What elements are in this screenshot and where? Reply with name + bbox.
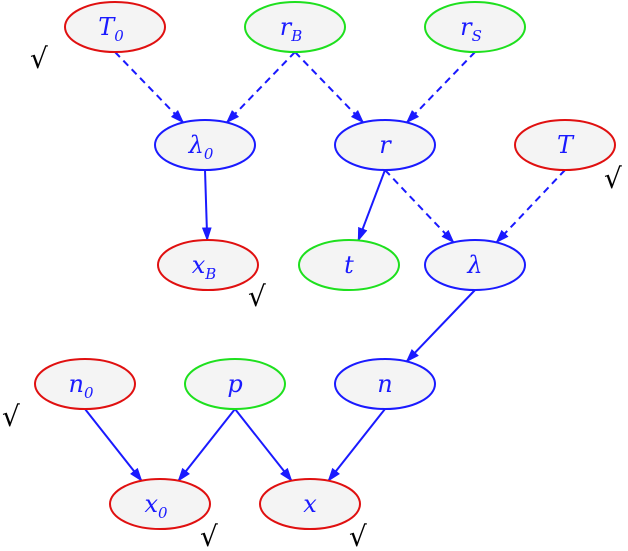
edge-T-to-lambda: [495, 169, 566, 244]
node-label-subscript: S: [472, 27, 482, 45]
node-ellipse-lambda: [424, 239, 526, 291]
node-rS: rS: [424, 1, 526, 53]
node-ellipse-p: [184, 358, 286, 410]
node-label-main: x: [192, 251, 206, 279]
checkmark-T: √: [604, 162, 622, 195]
node-xB: xB: [157, 239, 259, 291]
node-r: r: [334, 119, 436, 171]
node-t: t: [298, 239, 400, 291]
node-T: T: [514, 119, 616, 171]
node-ellipse-r: [334, 119, 436, 171]
edge-n-to-x: [327, 408, 386, 482]
node-ellipse-x0: [109, 478, 211, 530]
node-label-main: x: [144, 490, 158, 518]
node-label-r: r: [379, 131, 392, 159]
node-label-rS: rS: [460, 13, 482, 45]
node-label-main: n: [68, 370, 83, 398]
edge-rS-to-r: [405, 51, 476, 124]
node-label-n: n: [377, 370, 392, 398]
edge-T0-to-lambda0: [114, 51, 185, 124]
edge-lambda-to-n: [405, 289, 476, 363]
node-label-subscript: 0: [84, 384, 94, 402]
node-ellipse-lambda0: [154, 119, 256, 171]
edge-n0-to-x0: [84, 408, 143, 482]
node-label-subscript: 0: [114, 27, 124, 45]
node-ellipse-xB: [157, 239, 259, 291]
node-label-main: λ: [188, 131, 204, 159]
node-label-main: r: [280, 13, 293, 41]
node-lambda0: λ0: [154, 119, 256, 171]
node-ellipse-n: [334, 358, 436, 410]
node-rB: rB: [244, 1, 346, 53]
checkmark-xB: √: [248, 280, 266, 313]
node-p: p: [184, 358, 286, 410]
node-ellipse-T0: [64, 1, 166, 53]
node-label-subscript: 0: [158, 504, 168, 522]
node-label-main: T: [557, 131, 575, 159]
node-label-t: t: [344, 251, 354, 279]
node-label-xB: xB: [192, 251, 217, 283]
node-label-T0: T0: [98, 13, 124, 45]
node-label-subscript: 0: [204, 145, 214, 163]
node-label-main: r: [460, 13, 473, 41]
edge-rB-to-lambda0: [225, 51, 296, 124]
node-label-main: λ: [466, 251, 482, 279]
node-label-subscript: B: [290, 27, 302, 45]
edge-rB-to-r: [294, 51, 365, 124]
node-label-main: p: [227, 370, 242, 398]
node-T0: T0: [64, 1, 166, 53]
node-n0: n0: [34, 358, 136, 410]
node-label-lambda0: λ0: [188, 131, 214, 163]
node-label-main: r: [379, 131, 392, 159]
node-label-x0: x0: [144, 490, 168, 522]
edge-r-to-t: [357, 169, 386, 242]
checkmarks-layer: √ √ √ √ √ √: [2, 42, 622, 551]
node-ellipse-rS: [424, 1, 526, 53]
edge-lambda0-to-xB: [201, 169, 212, 242]
edges-layer: [84, 51, 566, 482]
node-label-main: x: [303, 490, 317, 518]
edge-r-to-lambda: [384, 169, 455, 244]
node-ellipse-x: [259, 478, 361, 530]
edge-p-to-x: [234, 408, 293, 482]
checkmark-n0: √: [2, 400, 20, 433]
node-label-p: p: [227, 370, 242, 398]
node-lambda: λ: [424, 239, 526, 291]
node-label-subscript: B: [204, 265, 216, 283]
node-label-x: x: [303, 490, 317, 518]
node-label-main: T: [98, 13, 116, 41]
node-x0: x0: [109, 478, 211, 530]
node-label-lambda: λ: [466, 251, 482, 279]
node-x: x: [259, 478, 361, 530]
node-label-T: T: [557, 131, 575, 159]
node-label-main: t: [344, 251, 354, 279]
checkmark-x: √: [349, 520, 367, 551]
node-ellipse-T: [514, 119, 616, 171]
checkmark-x0: √: [200, 520, 218, 551]
node-label-rB: rB: [280, 13, 303, 45]
checkmark-T0: √: [30, 42, 48, 75]
node-ellipse-rB: [244, 1, 346, 53]
node-n: n: [334, 358, 436, 410]
node-label-n0: n0: [68, 370, 93, 402]
node-label-main: n: [377, 370, 392, 398]
node-ellipse-t: [298, 239, 400, 291]
edge-p-to-x0: [177, 408, 236, 482]
node-ellipse-n0: [34, 358, 136, 410]
